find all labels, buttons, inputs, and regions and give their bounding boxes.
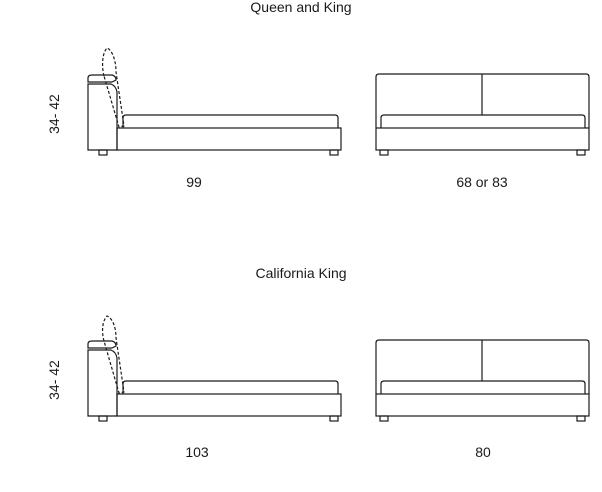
bed-foot [576, 149, 586, 156]
bed-foot [98, 415, 108, 422]
headboard [87, 349, 118, 417]
mattress-front [380, 380, 586, 394]
headboard-cushion [87, 74, 117, 83]
side-length-label-queen-king: 99 [186, 174, 202, 190]
bed-foot [379, 149, 389, 156]
bed-side-view-queen-king [87, 47, 342, 156]
bed-base [116, 393, 342, 417]
bed-side-view-california-king [87, 315, 342, 422]
mattress-front [380, 114, 586, 128]
section-title-california-king: California King [255, 265, 347, 281]
mattress [122, 114, 339, 128]
bed-foot [379, 415, 389, 422]
front-width-label-california-king: 80 [475, 444, 491, 460]
side-length-label-california-king: 103 [185, 444, 209, 460]
bed-foot [329, 415, 339, 422]
headboard-recline-outline [101, 47, 125, 128]
bed-base-front [375, 393, 590, 417]
headboard [87, 83, 118, 151]
bed-foot [329, 149, 339, 156]
bed-foot [576, 415, 586, 422]
bed-foot [98, 149, 108, 156]
headboard-recline-outline [101, 315, 125, 394]
mattress [122, 380, 339, 394]
section-title-queen-king: Queen and King [250, 0, 352, 15]
front-width-label-queen-king: 68 or 83 [456, 174, 508, 190]
bed-front-view-queen-king [375, 73, 590, 156]
bed-base [116, 127, 342, 151]
headboard-cushion [87, 340, 117, 349]
bed-base-front [375, 127, 590, 151]
bed-front-view-california-king [375, 339, 590, 422]
